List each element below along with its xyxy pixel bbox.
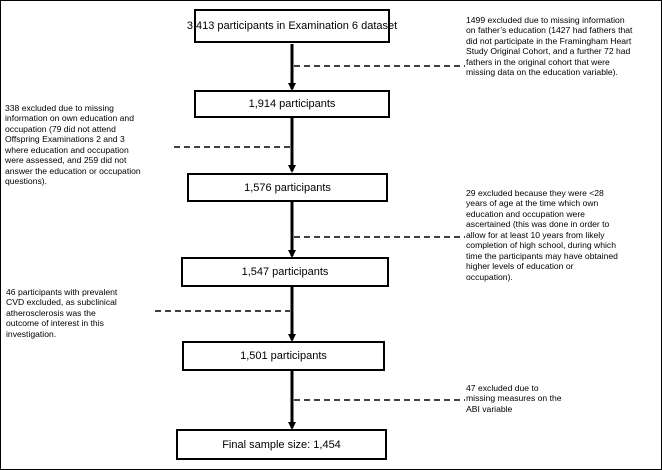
box-after-father-education: 1,914 participants xyxy=(194,90,390,118)
exclusion-note-father-education: 1499 excluded due to missing information… xyxy=(466,15,633,78)
box-after-age-exclusion: 1,547 participants xyxy=(181,257,389,287)
box-final-sample: Final sample size: 1,454 xyxy=(176,429,387,460)
exclusion-note-prevalent-cvd: 46 participants with prevalent CVD exclu… xyxy=(6,287,118,339)
box-after-own-education: 1,576 participants xyxy=(187,173,388,202)
box-initial-dataset: 3,413 participants in Examination 6 data… xyxy=(187,9,397,43)
exclusion-note-abi: 47 excluded due to missing measures on t… xyxy=(466,383,562,414)
exclusion-note-own-education: 338 excluded due to missing information … xyxy=(5,103,141,187)
exclusion-note-age: 29 excluded because they were <28 years … xyxy=(466,188,618,282)
box-after-cvd-exclusion: 1,501 participants xyxy=(182,341,385,371)
